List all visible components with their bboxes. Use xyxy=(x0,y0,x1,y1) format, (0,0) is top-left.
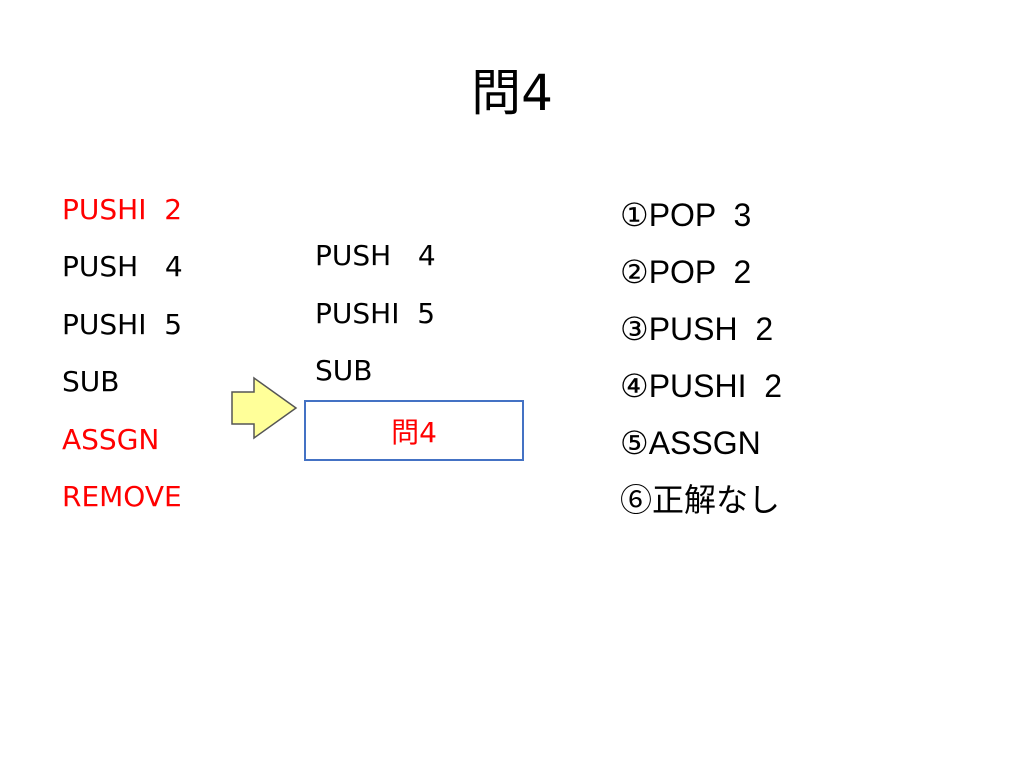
left-code-line-1: PUSHI 2 xyxy=(62,193,183,226)
left-code-line-3: PUSHI 5 xyxy=(62,308,183,341)
middle-code-line-1: PUSH 4 xyxy=(315,239,436,272)
left-code-line-2: PUSH 4 xyxy=(62,250,183,283)
option-6: ⑥正解なし xyxy=(620,482,781,518)
answer-blank-box: 問4 xyxy=(304,400,524,461)
option-3: ③PUSH 2 xyxy=(620,311,774,347)
left-code-line-4: SUB xyxy=(62,365,120,398)
answer-box-label: 問4 xyxy=(391,416,437,449)
option-2: ②POP 2 xyxy=(620,254,752,290)
option-1: ①POP 3 xyxy=(620,197,752,233)
left-code-line-6: REMOVE xyxy=(62,480,182,513)
middle-code-line-3: SUB xyxy=(315,354,373,387)
middle-code-line-2: PUSHI 5 xyxy=(315,297,436,330)
option-5: ⑤ASSGN xyxy=(620,425,761,461)
right-arrow-icon xyxy=(231,376,298,440)
option-4: ④PUSHI 2 xyxy=(620,368,783,404)
left-code-line-5: ASSGN xyxy=(62,423,160,456)
slide-title: 問4 xyxy=(471,64,553,122)
